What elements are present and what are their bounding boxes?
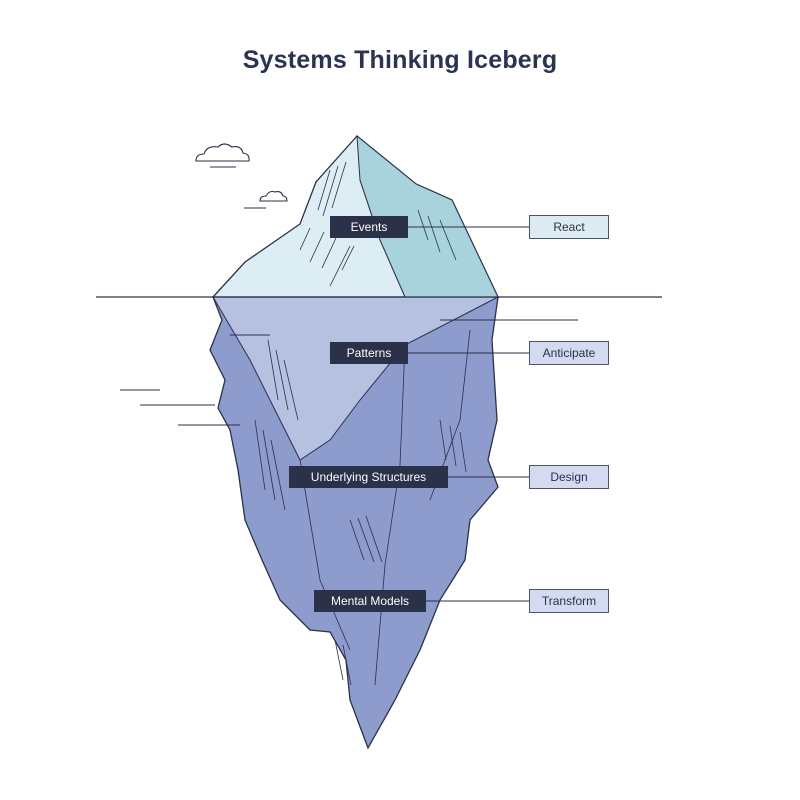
connector-lines: [408, 226, 529, 602]
level-label-mental-models: Mental Models: [314, 590, 426, 612]
level-label-underlying-structures: Underlying Structures: [289, 466, 448, 488]
response-design: Design: [529, 465, 609, 489]
iceberg-hatching: [254, 161, 471, 686]
response-anticipate: Anticipate: [529, 341, 609, 365]
iceberg-underwater-highlight: [212, 296, 499, 461]
diagram-title: Systems Thinking Iceberg: [242, 46, 558, 74]
level-label-events: Events: [330, 216, 408, 238]
level-label-patterns: Patterns: [330, 342, 408, 364]
water-ripples: [120, 319, 578, 426]
cloud-icon: [195, 143, 250, 168]
response-react: React: [529, 215, 609, 239]
small-cloud-icon: [244, 190, 288, 209]
response-transform: Transform: [529, 589, 609, 613]
